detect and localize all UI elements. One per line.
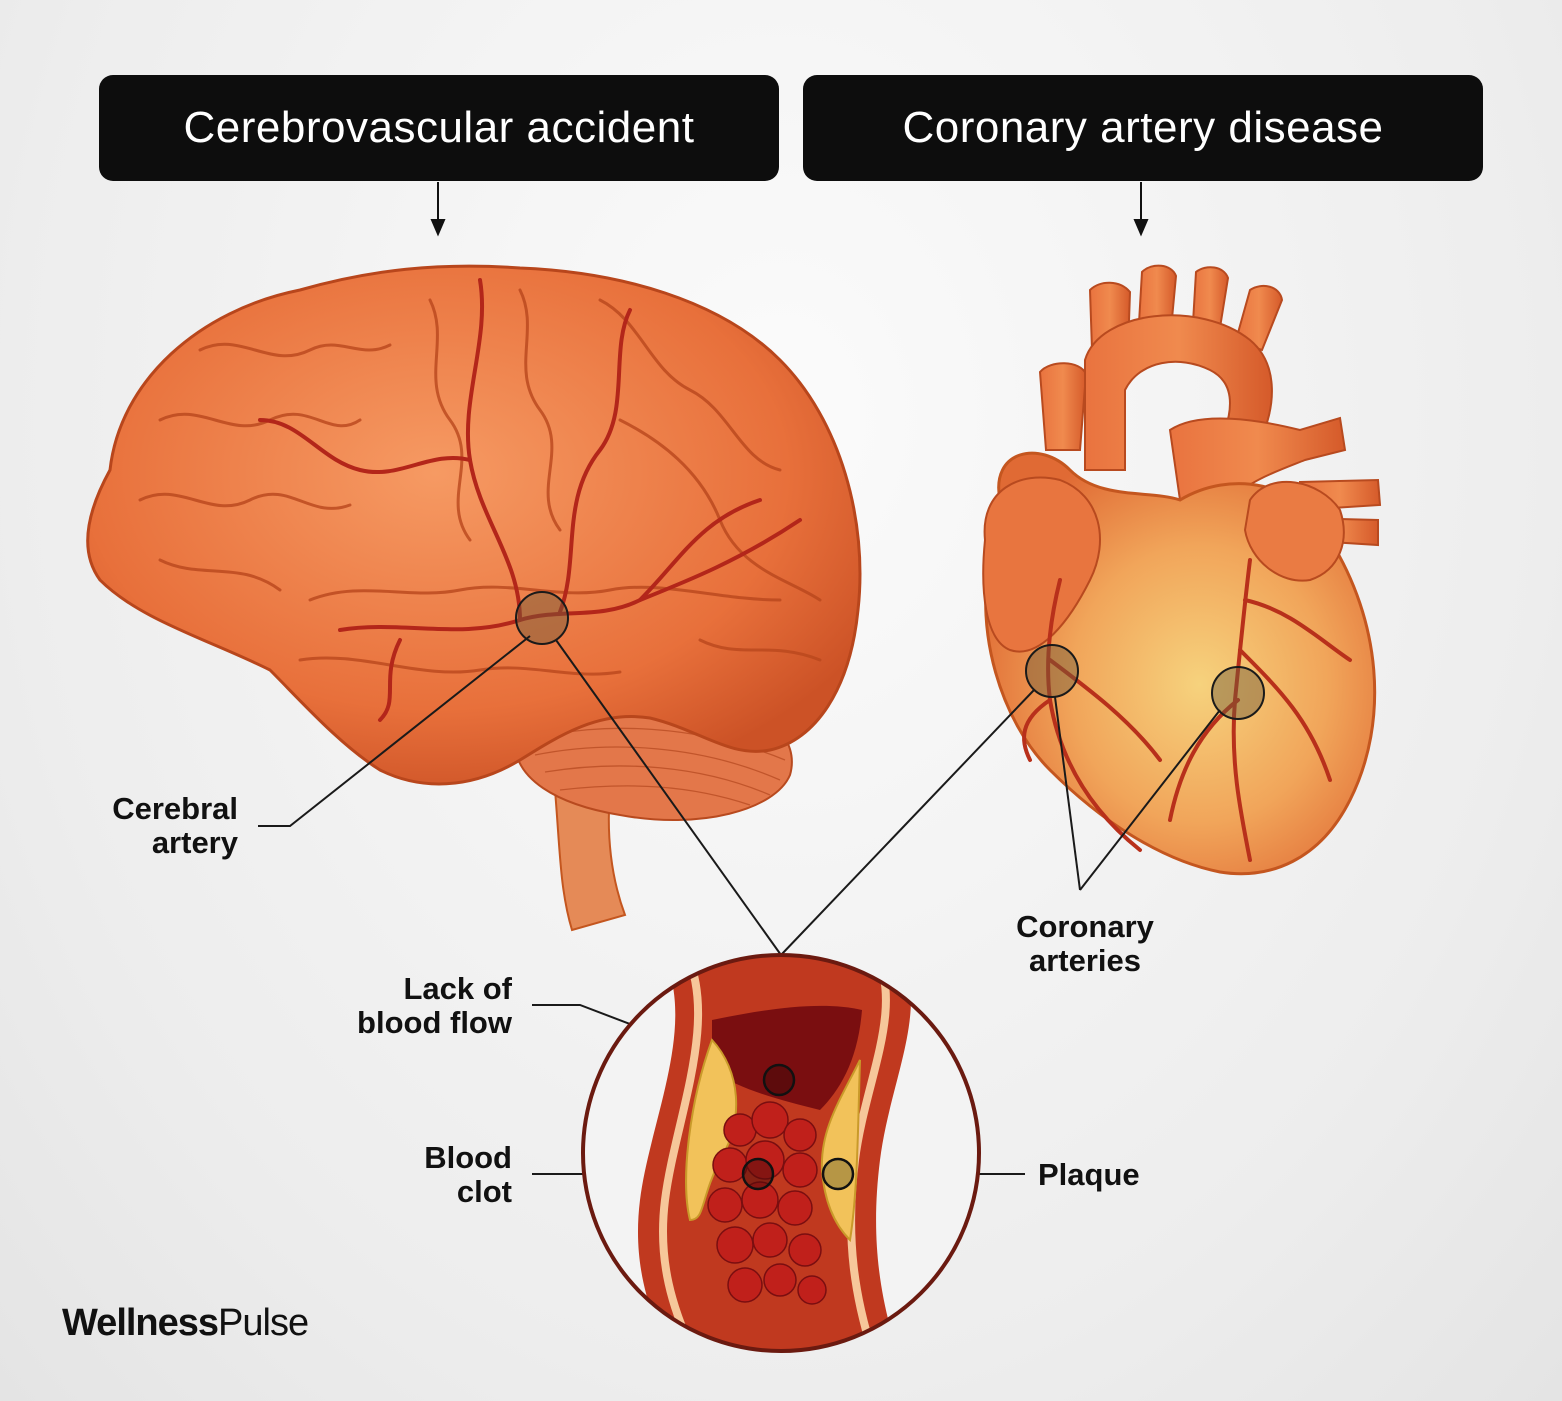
title-cerebrovascular-accident: Cerebrovascular accident (99, 75, 779, 181)
heart-focus-circle-left (1025, 644, 1079, 698)
title-coronary-artery-disease: Coronary artery disease (803, 75, 1483, 181)
brand-logo-part1: Wellness (62, 1302, 219, 1344)
marker-lack-of-blood-flow (762, 1063, 796, 1097)
brand-logo-part2: Pulse (218, 1302, 309, 1344)
heart-illustration (982, 264, 1382, 876)
label-blood-clot: Blood clot (424, 1140, 512, 1209)
heart-focus-circle-right (1211, 666, 1265, 720)
label-cerebral-artery: Cerebral artery (112, 791, 238, 860)
marker-plaque (821, 1157, 855, 1191)
arrow-left (430, 182, 446, 237)
brain-illustration (86, 264, 862, 932)
label-lack-of-blood-flow: Lack of blood flow (357, 971, 512, 1040)
label-coronary-arteries: Coronary arteries (1016, 909, 1154, 978)
label-plaque: Plaque (1038, 1157, 1140, 1192)
arrow-right (1133, 182, 1149, 237)
artery-cross-section (581, 953, 981, 1353)
brain-focus-circle (515, 591, 569, 645)
marker-blood-clot (741, 1157, 775, 1191)
brand-logo: WellnessPulse (62, 1302, 309, 1345)
